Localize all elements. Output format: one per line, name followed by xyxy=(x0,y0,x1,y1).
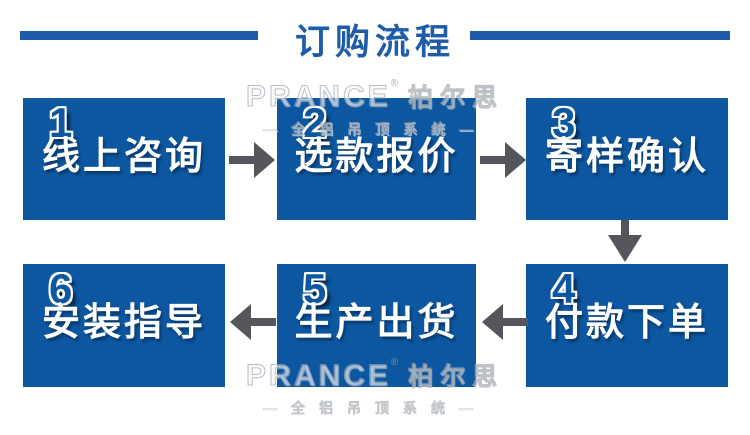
step-box-online-consult: 1 线上咨询 xyxy=(23,98,225,220)
arrow-right-icon xyxy=(229,142,275,178)
step-label: 寄样确认 xyxy=(544,136,709,178)
step-label: 付款下单 xyxy=(544,302,709,344)
step-number: 5 xyxy=(303,265,327,312)
step-number: 4 xyxy=(552,265,576,312)
title-rule-right xyxy=(470,31,730,40)
arrow-right-icon xyxy=(480,142,526,178)
registered-mark: ® xyxy=(390,78,399,89)
step-label: 生产出货 xyxy=(294,302,459,344)
step-number: 1 xyxy=(49,99,73,146)
step-box-install-guide: 6 安装指导 xyxy=(23,264,225,387)
step-number: 6 xyxy=(49,265,73,312)
step-label: 线上咨询 xyxy=(41,136,206,178)
step-box-select-quote: 2 选款报价 xyxy=(277,98,476,220)
title-rule-left xyxy=(20,31,258,40)
step-label: 选款报价 xyxy=(294,136,459,178)
step-number: 2 xyxy=(303,99,327,146)
step-box-produce-ship: 5 生产出货 xyxy=(277,264,476,387)
step-label: 安装指导 xyxy=(41,302,206,344)
page-title: 订购流程 xyxy=(294,23,455,62)
step-number: 3 xyxy=(552,99,576,146)
arrow-down-icon xyxy=(608,220,642,262)
brand-tagline: —全铝吊顶系统— xyxy=(263,400,487,417)
step-box-pay-order: 4 付款下单 xyxy=(526,264,728,387)
step-box-sample-confirm: 3 寄样确认 xyxy=(526,98,728,220)
arrow-left-icon xyxy=(482,304,528,340)
arrow-left-icon xyxy=(230,304,276,340)
